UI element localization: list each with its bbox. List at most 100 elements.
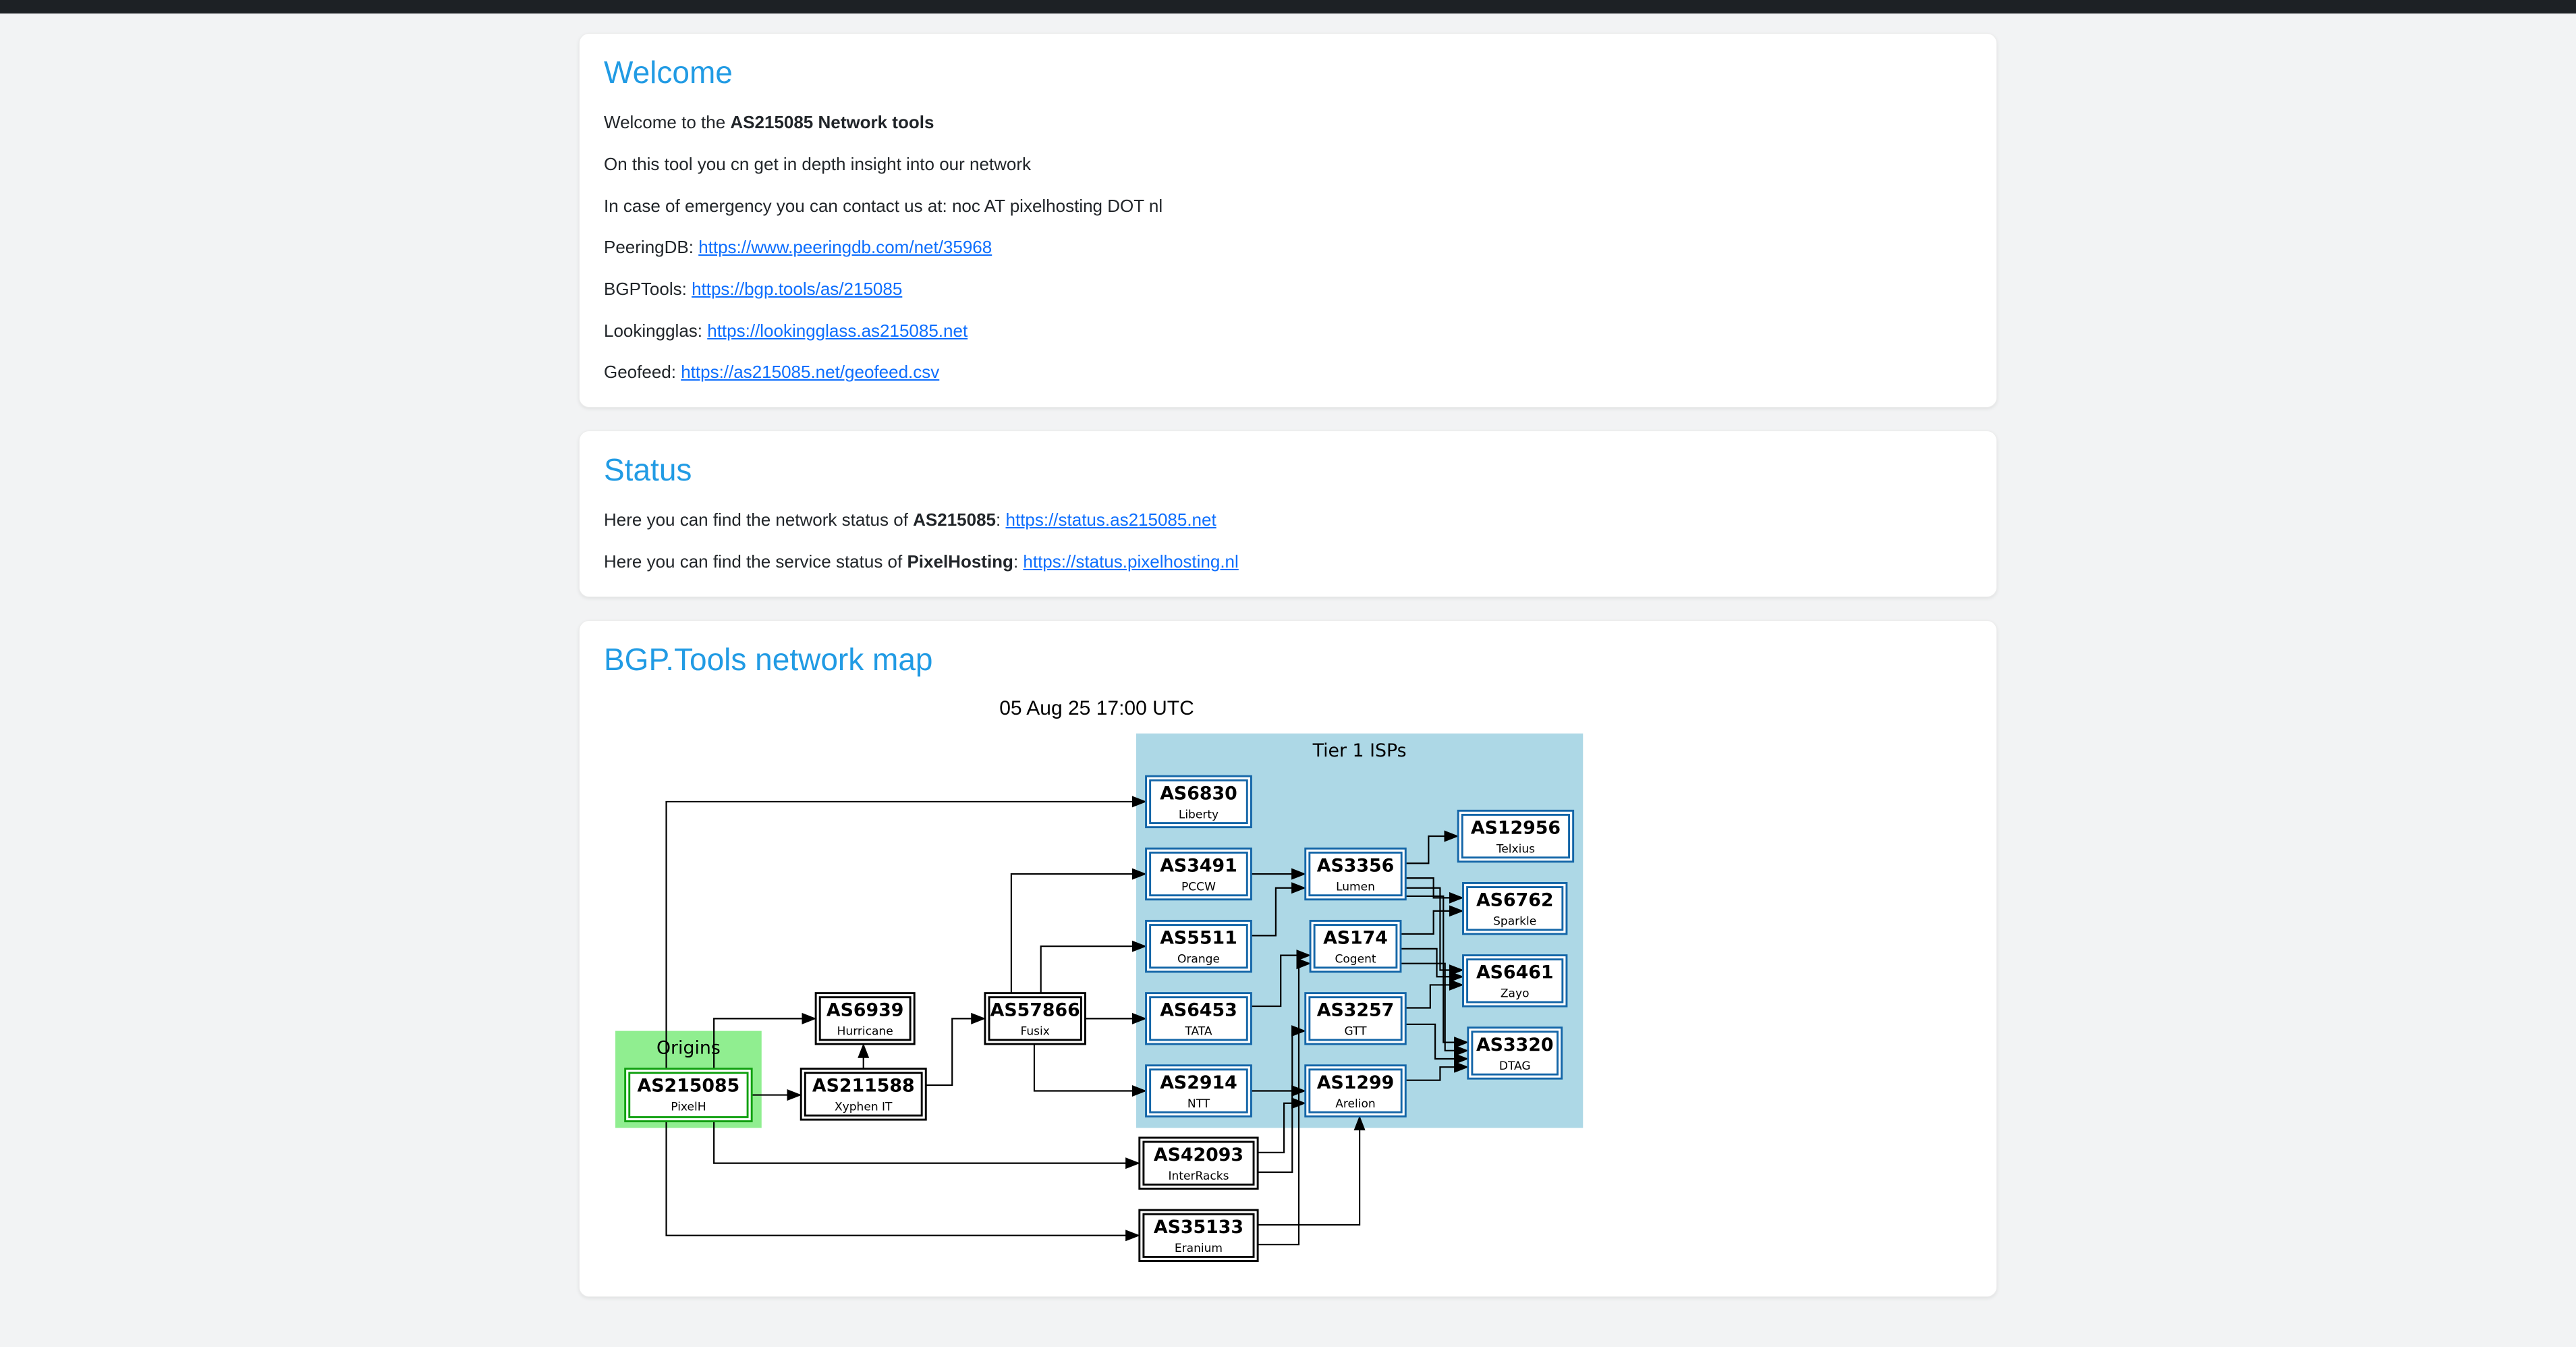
node-label: DTAG xyxy=(1499,1060,1531,1073)
node-label: PCCW xyxy=(1181,880,1216,894)
paragraph: BGPTools: https://bgp.tools/as/215085 xyxy=(604,277,1972,302)
node-label: Orange xyxy=(1177,952,1220,966)
node-label: Cogent xyxy=(1335,952,1376,966)
edge-xyphen-fusix xyxy=(926,1012,986,1086)
network-status-link[interactable]: https://status.as215085.net xyxy=(1005,510,1216,530)
paragraph: PeeringDB: https://www.peeringdb.com/net… xyxy=(604,235,1972,260)
welcome-card: Welcome Welcome to the AS215085 Network … xyxy=(579,33,1997,408)
node-asn: AS3491 xyxy=(1160,855,1237,876)
text: Welcome to the xyxy=(604,112,731,133)
node-asn: AS12956 xyxy=(1471,817,1561,838)
text: In case of emergency you can contact us … xyxy=(604,195,1163,216)
node-label: Arelion xyxy=(1335,1097,1375,1111)
edge-lumen-telxius xyxy=(1405,830,1459,864)
node-asn: AS3320 xyxy=(1476,1035,1554,1055)
service-status-link[interactable]: https://status.pixelhosting.nl xyxy=(1023,551,1239,572)
node-label: Telxius xyxy=(1496,842,1535,856)
paragraph: Here you can find the network status of … xyxy=(604,507,1972,533)
bgptools-link[interactable]: https://bgp.tools/as/215085 xyxy=(692,278,903,299)
geofeed-link[interactable]: https://as215085.net/geofeed.csv xyxy=(681,362,940,383)
paragraph: On this tool you cn get in depth insight… xyxy=(604,152,1972,177)
edge-pixelh-hurricane xyxy=(713,1012,817,1069)
top-navbar xyxy=(0,0,2576,13)
bold-text: PixelHosting xyxy=(907,551,1013,572)
welcome-paragraphs: Welcome to the AS215085 Network tools On … xyxy=(604,110,1972,385)
edge-tata-cogent xyxy=(1251,949,1312,1007)
paragraph: Welcome to the AS215085 Network tools xyxy=(604,110,1972,136)
node-label: GTT xyxy=(1344,1024,1367,1038)
node-asn: AS3257 xyxy=(1317,999,1395,1020)
lookingglass-link[interactable]: https://lookingglass.as215085.net xyxy=(707,320,968,341)
edge-interracks-arelion xyxy=(1258,1097,1306,1153)
edge-cogent-sparkle xyxy=(1400,905,1464,935)
node-label: NTT xyxy=(1187,1097,1210,1111)
node-asn: AS6939 xyxy=(827,999,904,1020)
node-label: Hurricane xyxy=(837,1024,893,1038)
edge-fusix-orange xyxy=(1040,940,1147,993)
map-title: BGP.Tools network map xyxy=(604,641,933,677)
node-label: InterRacks xyxy=(1168,1170,1229,1183)
text: Lookingglas: xyxy=(604,320,708,341)
node-label: Sparkle xyxy=(1493,914,1536,928)
page-content: Welcome Welcome to the AS215085 Network … xyxy=(0,13,2576,1347)
text: BGPTools: xyxy=(604,278,692,299)
cluster-label: Origins xyxy=(656,1037,721,1058)
edge-pixelh-liberty xyxy=(665,796,1147,1069)
node-asn: AS1299 xyxy=(1317,1072,1395,1093)
edge-cogent-zayo xyxy=(1400,947,1464,983)
edge-arelion-dtag xyxy=(1405,1061,1469,1081)
edge-eranium-arelion xyxy=(1258,1115,1366,1226)
bold-text: AS215085 Network tools xyxy=(730,112,934,133)
node-label: PixelH xyxy=(671,1100,706,1114)
edge-cogent-dtag xyxy=(1400,962,1469,1057)
text: Geofeed: xyxy=(604,362,681,383)
node-label: TATA xyxy=(1184,1024,1212,1038)
edge-pixelh-eranium xyxy=(665,1121,1141,1242)
bold-text: AS215085 xyxy=(913,510,997,530)
node-label: Lumen xyxy=(1336,880,1375,894)
status-card: Status Here you can find the network sta… xyxy=(579,431,1997,597)
status-title: Status xyxy=(604,452,692,487)
cluster-label: Tier 1 ISPs xyxy=(1312,740,1407,761)
node-label: Liberty xyxy=(1179,808,1219,821)
edge-pixelh-interracks xyxy=(713,1121,1141,1169)
edge-orange-lumen xyxy=(1251,881,1306,937)
node-label: Zayo xyxy=(1501,987,1530,1000)
node-asn: AS6461 xyxy=(1476,962,1554,983)
edge-lumen-zayo xyxy=(1405,887,1464,976)
node-asn: AS6453 xyxy=(1160,999,1237,1020)
peeringdb-link[interactable]: https://www.peeringdb.com/net/35968 xyxy=(698,237,992,258)
node-asn: AS35133 xyxy=(1154,1217,1243,1238)
node-asn: AS57866 xyxy=(990,999,1080,1020)
edge-fusix-pccw xyxy=(1010,868,1147,993)
paragraph: Lookingglas: https://lookingglass.as2150… xyxy=(604,319,1972,344)
text: PeeringDB: xyxy=(604,237,699,258)
node-asn: AS211588 xyxy=(812,1075,915,1096)
status-paragraphs: Here you can find the network status of … xyxy=(604,507,1972,574)
node-asn: AS42093 xyxy=(1154,1145,1243,1165)
text: : xyxy=(1013,551,1024,572)
paragraph: Geofeed: https://as215085.net/geofeed.cs… xyxy=(604,360,1972,385)
node-asn: AS215085 xyxy=(638,1075,740,1096)
text: On this tool you cn get in depth insight… xyxy=(604,153,1032,174)
edge-fusix-ntt xyxy=(1033,1043,1147,1097)
node-asn: AS6830 xyxy=(1160,783,1237,804)
node-label: Fusix xyxy=(1021,1024,1050,1038)
